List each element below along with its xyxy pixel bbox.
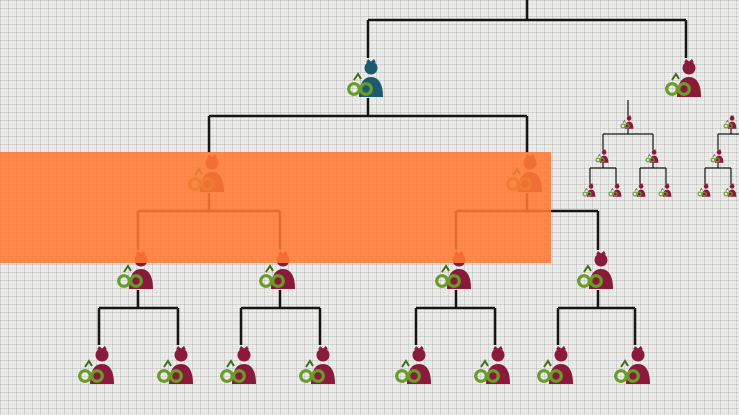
leaf-sprig-icon <box>620 359 629 368</box>
leaf-sprig-icon <box>163 359 172 368</box>
leaf-sprig-icon <box>622 119 626 123</box>
tree-node-level3-d <box>577 251 613 289</box>
tree-node-leaf-2 <box>157 346 193 384</box>
mini-tree-nodes <box>582 115 737 197</box>
tree-node-level3-a <box>117 251 153 289</box>
leaf-sprig-icon <box>401 359 410 368</box>
leaf-sprig-icon <box>660 187 664 191</box>
leaf-sprig-icon <box>712 153 716 157</box>
mini-tree-node-m-root <box>620 115 634 129</box>
leaf-sprig-icon <box>725 187 729 191</box>
leaf-sprig-icon <box>610 187 614 191</box>
leaf-sprig-icon <box>671 72 680 81</box>
tree-node-level3-b <box>259 251 295 289</box>
tree-node-leaf-5 <box>395 346 431 384</box>
mini-tree-node-m-r1 <box>645 149 659 163</box>
tree-nodes <box>78 59 701 384</box>
tree-node-level3-c <box>435 251 471 289</box>
tree-node-right-branch <box>665 59 701 97</box>
mini-tree-node-m-l2b <box>608 183 622 197</box>
leaf-sprig-icon <box>441 264 450 273</box>
mini-tree-node-m-r2a <box>632 183 646 197</box>
mini-tree-node-m-l1 <box>595 149 609 163</box>
tree-node-leaf-8 <box>614 346 650 384</box>
mini-tree-node-m-l3b <box>697 183 711 197</box>
mini-tree-connectors <box>589 100 739 184</box>
leaf-sprig-icon <box>597 153 601 157</box>
leaf-sprig-icon <box>584 187 588 191</box>
leaf-sprig-icon <box>634 187 638 191</box>
leaf-sprig-icon <box>84 359 93 368</box>
tree-node-leaf-7 <box>537 346 573 384</box>
tree-node-leaf-3 <box>220 346 256 384</box>
leaf-sprig-icon <box>480 359 489 368</box>
tree-node-leaf-6 <box>474 346 510 384</box>
leaf-sprig-icon <box>699 187 703 191</box>
leaf-sprig-icon <box>583 264 592 273</box>
tree-node-root <box>347 59 383 97</box>
leaf-sprig-icon <box>265 264 274 273</box>
mini-tree-node-m-l3d <box>723 115 737 129</box>
mini-tree-node-m-l3a <box>710 149 724 163</box>
leaf-sprig-icon <box>226 359 235 368</box>
leaf-sprig-icon <box>725 119 729 123</box>
leaf-sprig-icon <box>647 153 651 157</box>
tree-node-leaf-1 <box>78 346 114 384</box>
leaf-sprig-icon <box>543 359 552 368</box>
mini-tree-node-m-l3c <box>723 183 737 197</box>
leaf-sprig-icon <box>123 264 132 273</box>
tree-node-leaf-4 <box>299 346 335 384</box>
mini-tree-node-m-l2a <box>582 183 596 197</box>
leaf-sprig-icon <box>305 359 314 368</box>
mini-tree-node-m-r2b <box>658 183 672 197</box>
highlight-band <box>0 152 551 263</box>
leaf-sprig-icon <box>353 72 362 81</box>
